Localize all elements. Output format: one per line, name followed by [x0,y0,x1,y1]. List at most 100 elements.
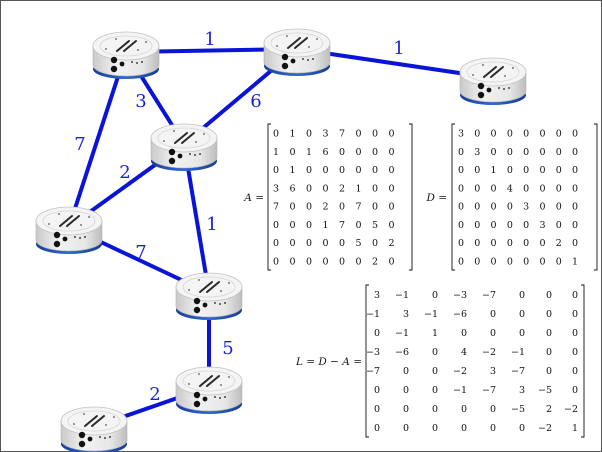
matrix-cell: 3 [322,129,328,140]
matrix-cell: 0 [458,183,464,194]
matrix-cell: 0 [474,129,480,140]
matrix-cell: −6 [395,347,409,358]
matrix-cell: 0 [523,147,529,158]
matrix-cell: 0 [289,147,295,158]
matrix-cell: 0 [507,165,513,176]
matrix-cell: −3 [366,347,380,358]
matrix-cell: 0 [306,256,312,267]
matrix-cell: 0 [339,165,345,176]
matrix-cell: 0 [458,202,464,213]
matrix-cell: 0 [388,202,394,213]
matrix-cell: 0 [273,129,279,140]
matrix-cell: 0 [374,404,380,415]
matrix-cell: 0 [355,129,361,140]
matrix-cell: 1 [289,165,295,176]
matrix-cell: 0 [572,147,578,158]
robot-icon [35,206,103,255]
edge-r1-r5 [67,50,128,229]
matrix-cell: 0 [306,129,312,140]
matrix-cell: 0 [432,347,438,358]
matrix-cell: −5 [538,385,552,396]
matrix-cell: 0 [507,129,513,140]
matrix-cell: 0 [474,256,480,267]
robot-icon [175,366,243,415]
matrix-cell: 0 [572,220,578,231]
matrix-cell: 0 [523,165,529,176]
matrix-cell: 0 [372,165,378,176]
matrix-cell: −1 [395,328,409,339]
matrix-cell: 0 [572,183,578,194]
matrix-cell: 0 [388,147,394,158]
edge-weight-label: 6 [250,91,261,112]
matrix-cell: 3 [458,129,464,140]
matrix-cell: 0 [461,423,467,434]
matrix-cell: 0 [372,147,378,158]
matrix-cell: 0 [491,183,497,194]
matrix-cell: 0 [306,165,312,176]
matrix-cell: 0 [572,290,578,301]
matrix-cell: 0 [572,328,578,339]
matrix-cell: 0 [523,238,529,249]
matrix-cell: 0 [432,404,438,415]
matrix-cell: 0 [519,423,525,434]
matrix-cell: 3 [403,309,409,320]
matrix-cell: 0 [306,238,312,249]
matrix-cell: 0 [355,220,361,231]
matrix-cell: 7 [339,220,345,231]
matrix-cell: 0 [306,202,312,213]
matrix-cell: 0 [322,238,328,249]
matrix-cell: 0 [474,238,480,249]
matrix-cell: 0 [507,256,513,267]
matrix-cell: 4 [461,347,467,358]
matrix-cell: 0 [556,256,562,267]
matrix-cell: 0 [491,147,497,158]
matrix-cell: 0 [388,256,394,267]
matrix-cell: −1 [395,290,409,301]
matrix-cell: 0 [546,328,552,339]
matrix-cell: 0 [432,423,438,434]
matrix-cell: 0 [374,385,380,396]
robot-icon [175,272,243,321]
matrix-cell: 0 [372,202,378,213]
matrix-cell: 0 [507,147,513,158]
matrix-cell: 0 [474,202,480,213]
matrix-cell: 3 [474,147,480,158]
matrix-cell: −5 [511,404,525,415]
matrix-cell: 0 [539,238,545,249]
matrix-cell: 0 [339,256,345,267]
matrix-cell: 0 [322,165,328,176]
matrix-cell: 0 [556,220,562,231]
matrix-cell: 0 [546,347,552,358]
matrix-cell: 0 [372,238,378,249]
matrix-cell: −7 [511,366,525,377]
matrix-cell: 0 [388,129,394,140]
matrix-cell: 0 [339,238,345,249]
matrix-cell: 0 [372,183,378,194]
matrix-cell: −1 [511,347,525,358]
edge-weight-label: 7 [135,242,146,263]
matrix-cell: 1 [273,147,279,158]
matrix-cell: 0 [355,165,361,176]
matrix-cell: 0 [556,202,562,213]
matrix-cell: 2 [322,202,328,213]
edges-layer [67,47,495,429]
edge-weight-label: 1 [206,214,217,235]
matrix-cell: 0 [519,328,525,339]
matrix-cell: 0 [572,165,578,176]
matrix-cell: 0 [461,328,467,339]
matrix-cell: 1 [355,183,361,194]
matrix-cell: 0 [523,220,529,231]
matrix-cell: 0 [490,404,496,415]
matrix-cell: 0 [289,238,295,249]
matrix-cell: 4 [507,183,513,194]
matrix-cell: 0 [572,385,578,396]
matrix-cell: 0 [519,309,525,320]
matrix-cell: −1 [366,309,380,320]
matrix-cell: 0 [289,220,295,231]
matrix-cell: 1 [289,129,295,140]
matrix-label: A = [243,192,264,204]
matrix-cell: 0 [556,165,562,176]
matrix-cell: 2 [556,238,562,249]
matrix-cell: 1 [322,220,328,231]
